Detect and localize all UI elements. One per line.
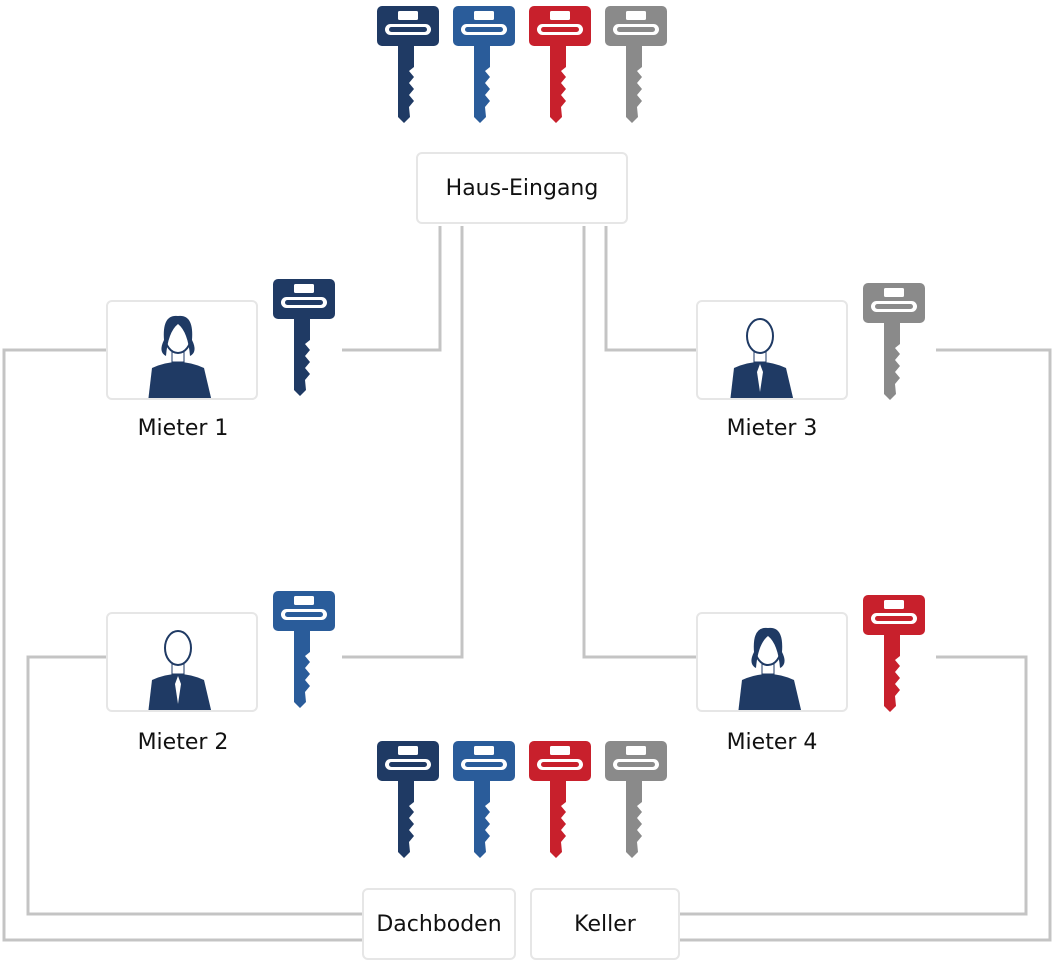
person-female-icon — [148, 315, 212, 398]
entrance-node: Haus-Eingang — [416, 152, 628, 224]
tenant-3-key-icon — [862, 282, 926, 406]
attic-label: Dachboden — [376, 911, 502, 937]
key-icon — [604, 740, 668, 864]
cellar-label: Keller — [574, 911, 636, 937]
person-male-icon — [730, 318, 794, 398]
key-icon — [604, 5, 668, 129]
cellar-node: Keller — [530, 888, 680, 960]
attic-node: Dachboden — [362, 888, 516, 960]
key-icon — [452, 5, 516, 129]
tenant-1-avatar-box — [106, 300, 258, 400]
key-icon — [376, 740, 440, 864]
tenant-4-avatar-box — [696, 612, 848, 712]
tenant-4-label: Mieter 4 — [726, 730, 818, 755]
key-icon — [528, 740, 592, 864]
tenant-1-label: Mieter 1 — [137, 416, 229, 441]
tenant-2-avatar-box — [106, 612, 258, 712]
entrance-label: Haus-Eingang — [445, 175, 599, 201]
person-female-icon — [738, 627, 802, 710]
tenant-2-label: Mieter 2 — [137, 730, 229, 755]
tenant-1-key-icon — [272, 278, 336, 402]
tenant-3-label: Mieter 3 — [726, 416, 818, 441]
tenant-4-key-icon — [862, 594, 926, 718]
person-male-icon — [148, 630, 212, 710]
tenant-2-key-icon — [272, 590, 336, 714]
key-icon — [452, 740, 516, 864]
key-icon — [528, 5, 592, 129]
key-icon — [376, 5, 440, 129]
tenant-3-avatar-box — [696, 300, 848, 400]
